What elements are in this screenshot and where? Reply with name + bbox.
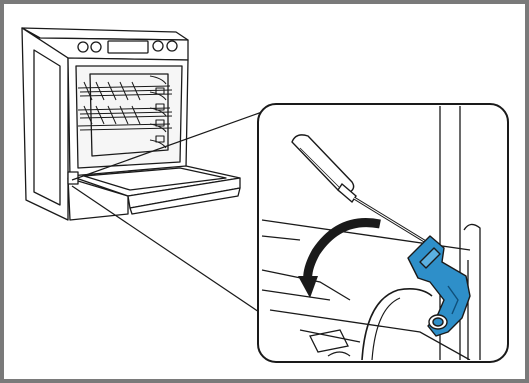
knob-icon: [78, 42, 88, 52]
knob-icon: [167, 41, 177, 51]
display-panel: [108, 41, 148, 53]
knob-icon: [153, 41, 163, 51]
zoom-detail: [258, 104, 508, 362]
knob-icon: [91, 42, 101, 52]
